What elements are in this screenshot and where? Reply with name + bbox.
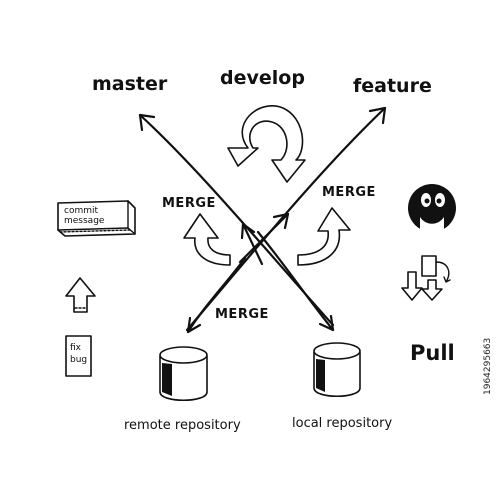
arrow-to-remote: [186, 256, 247, 334]
label-feature: feature: [353, 75, 432, 97]
up-arrow-icon: [65, 277, 96, 313]
git-mascot-icon: [408, 184, 456, 232]
fix-bug-line2: bug: [70, 355, 87, 365]
remote-repository-cylinder-icon: [159, 346, 208, 401]
fix-bug-note: fix bug: [65, 335, 92, 377]
commit-message-line1: commit: [64, 206, 98, 216]
label-master: master: [92, 73, 168, 95]
label-remote-repository: remote repository: [124, 418, 241, 433]
label-local-repository: local repository: [292, 416, 392, 431]
label-merge-left: MERGE: [162, 196, 216, 211]
local-repository-cylinder-icon: [313, 342, 361, 397]
image-id-watermark: 1964295663: [483, 338, 493, 395]
commit-message-line2: message: [64, 216, 105, 226]
commit-message-box: commit message: [57, 200, 136, 237]
merge-right-bent-arrow: [297, 207, 351, 266]
develop-loop-icon: [227, 105, 306, 183]
arrow-to-local: [256, 230, 335, 332]
fix-bug-line1: fix: [70, 343, 82, 353]
label-merge-right: MERGE: [322, 185, 376, 200]
label-pull: Pull: [410, 341, 455, 365]
pull-icon: [401, 255, 451, 301]
center-cross-arrows: [238, 212, 290, 266]
label-merge-bottom: MERGE: [215, 307, 269, 322]
label-develop: develop: [220, 67, 305, 89]
merge-left-bent-arrow: [183, 213, 231, 266]
